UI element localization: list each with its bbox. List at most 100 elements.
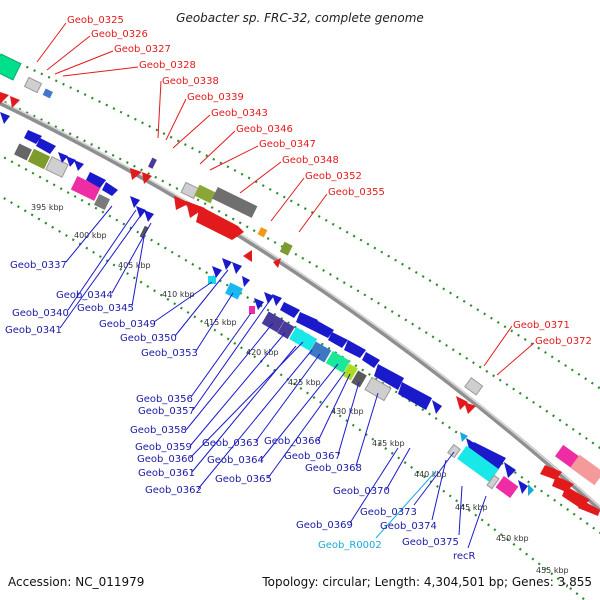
feature-recr[interactable] (504, 462, 516, 478)
label-geob-0367[interactable]: Geob_0367 (284, 451, 341, 462)
feature-geob-0325[interactable] (0, 53, 22, 81)
label-geob-0375[interactable]: Geob_0375 (402, 537, 459, 548)
label-geob-0369[interactable]: Geob_0369 (296, 520, 353, 531)
label-geob-0371[interactable]: Geob_0371 (513, 320, 570, 331)
feature-geob-0337-pink[interactable] (70, 176, 101, 201)
feature-geob-0360[interactable] (289, 326, 317, 352)
feature-geob-0358[interactable] (261, 311, 285, 333)
feature-geob-0372[interactable] (456, 396, 468, 410)
feature-geob-0357[interactable] (264, 292, 274, 304)
label-geob-r0002[interactable]: Geob_R0002 (318, 540, 382, 551)
feature-geob-0353b[interactable] (242, 276, 250, 287)
feature-geob-0350b[interactable] (232, 262, 242, 274)
label-geob-0374[interactable]: Geob_0374 (380, 521, 437, 532)
feature-geob-0367[interactable] (351, 370, 367, 388)
feature-geob-0347[interactable] (194, 184, 216, 204)
feature-geob-0349b[interactable] (212, 266, 222, 278)
feature-pink-bottom[interactable] (495, 476, 519, 498)
feature-geob-0363[interactable] (308, 341, 332, 363)
feature-geob-0375[interactable] (468, 442, 506, 470)
feature-geob-0356b[interactable] (254, 298, 264, 310)
label-geob-0340[interactable]: Geob_0340 (12, 308, 69, 319)
feature-geob-0370b[interactable] (432, 400, 442, 414)
label-geob-0362[interactable]: Geob_0362 (145, 485, 202, 496)
feature-geob-0344[interactable] (144, 210, 154, 222)
feature-rev-a[interactable] (58, 152, 68, 163)
feature-geob-0341[interactable] (136, 206, 146, 218)
feature-rev-b[interactable] (66, 156, 76, 167)
label-geob-0328[interactable]: Geob_0328 (139, 60, 196, 71)
feature-geob-0364[interactable] (325, 350, 351, 374)
label-geob-0359[interactable]: Geob_0359 (135, 442, 192, 453)
feature-geob-0345[interactable] (139, 225, 149, 239)
label-geob-0352[interactable]: Geob_0352 (305, 171, 362, 182)
feature-geob-0326b[interactable] (0, 92, 9, 104)
label-geob-0345[interactable]: Geob_0345 (77, 303, 134, 314)
feature-geob-0366[interactable] (342, 363, 358, 381)
feature-rev-e[interactable] (102, 182, 118, 196)
feature-silver-left[interactable] (45, 156, 69, 178)
feature-geob-0368[interactable] (364, 376, 392, 402)
feature-light-red-right[interactable] (570, 454, 600, 486)
feature-gray-left[interactable] (14, 143, 32, 161)
label-geob-0355[interactable]: Geob_0355 (328, 187, 385, 198)
feature-geob-0356[interactable] (249, 306, 255, 314)
label-geob-0339[interactable]: Geob_0339 (187, 92, 244, 103)
label-geob-0346[interactable]: Geob_0346 (236, 124, 293, 135)
feature-rev-k[interactable] (362, 352, 380, 368)
label-geob-0363[interactable]: Geob_0363 (202, 438, 259, 449)
label-geob-0360[interactable]: Geob_0360 (137, 454, 194, 465)
feature-geob-0370[interactable] (398, 382, 432, 410)
label-geob-0365[interactable]: Geob_0365 (215, 474, 272, 485)
label-geob-0372[interactable]: Geob_0372 (535, 336, 592, 347)
feature-rev-left-2[interactable] (36, 138, 56, 154)
label-geob-0370[interactable]: Geob_0370 (333, 486, 390, 497)
label-geob-0353[interactable]: Geob_0353 (141, 348, 198, 359)
feature-geob-0350[interactable] (222, 258, 232, 270)
label-geob-0337[interactable]: Geob_0337 (10, 260, 67, 271)
label-geob-0343[interactable]: Geob_0343 (211, 108, 268, 119)
feature-geob-0339[interactable] (142, 172, 152, 184)
feature-rev-g[interactable] (296, 312, 318, 330)
label-geob-0326[interactable]: Geob_0326 (91, 29, 148, 40)
feature-rev-left-1[interactable] (24, 130, 42, 144)
feature-geob-0348d[interactable] (196, 206, 244, 240)
feature-geob-0348[interactable] (212, 186, 258, 218)
feature-cyan-long[interactable] (457, 445, 499, 483)
feature-cyan-tip[interactable] (528, 484, 534, 496)
feature-rev-d[interactable] (86, 172, 106, 188)
label-recr[interactable]: recR (453, 551, 476, 562)
label-geob-0361[interactable]: Geob_0361 (138, 468, 195, 479)
feature-geob-0355[interactable] (279, 241, 293, 256)
feature-rev-left-0[interactable] (0, 112, 10, 124)
feature-geob-0348c[interactable] (186, 201, 205, 218)
label-geob-0368[interactable]: Geob_0368 (305, 463, 362, 474)
feature-rev-c[interactable] (74, 160, 84, 171)
feature-rev-h[interactable] (312, 320, 334, 338)
label-geob-0350[interactable]: Geob_0350 (120, 333, 177, 344)
label-geob-0366[interactable]: Geob_0366 (264, 436, 321, 447)
feature-geob-0373[interactable] (447, 443, 461, 459)
feature-rev-l[interactable] (374, 364, 404, 390)
feature-geob-0355b[interactable] (273, 258, 281, 268)
feature-geob-0371[interactable] (464, 377, 484, 396)
feature-geob-0353[interactable] (225, 282, 243, 300)
feature-olive-left[interactable] (27, 148, 51, 170)
feature-red-right-4[interactable] (578, 500, 600, 516)
feature-geob-0357b[interactable] (272, 294, 282, 306)
feature-geob-r0002[interactable] (460, 432, 468, 442)
label-geob-0327[interactable]: Geob_0327 (114, 44, 171, 55)
feature-rev-f[interactable] (280, 302, 300, 318)
label-geob-0347[interactable]: Geob_0347 (259, 139, 316, 150)
feature-geob-0337-gray[interactable] (93, 193, 111, 211)
feature-geob-0359[interactable] (277, 320, 295, 340)
feature-geob-0352[interactable] (243, 250, 252, 262)
feature-geob-0328[interactable] (42, 88, 53, 99)
feature-geob-0352b[interactable] (257, 227, 268, 238)
label-geob-0358[interactable]: Geob_0358 (130, 425, 187, 436)
label-geob-0338[interactable]: Geob_0338 (162, 76, 219, 87)
label-geob-0348[interactable]: Geob_0348 (282, 155, 339, 166)
feature-geob-0372b[interactable] (464, 402, 476, 414)
feature-geob-0327[interactable] (10, 96, 20, 108)
label-geob-0364[interactable]: Geob_0364 (207, 455, 264, 466)
